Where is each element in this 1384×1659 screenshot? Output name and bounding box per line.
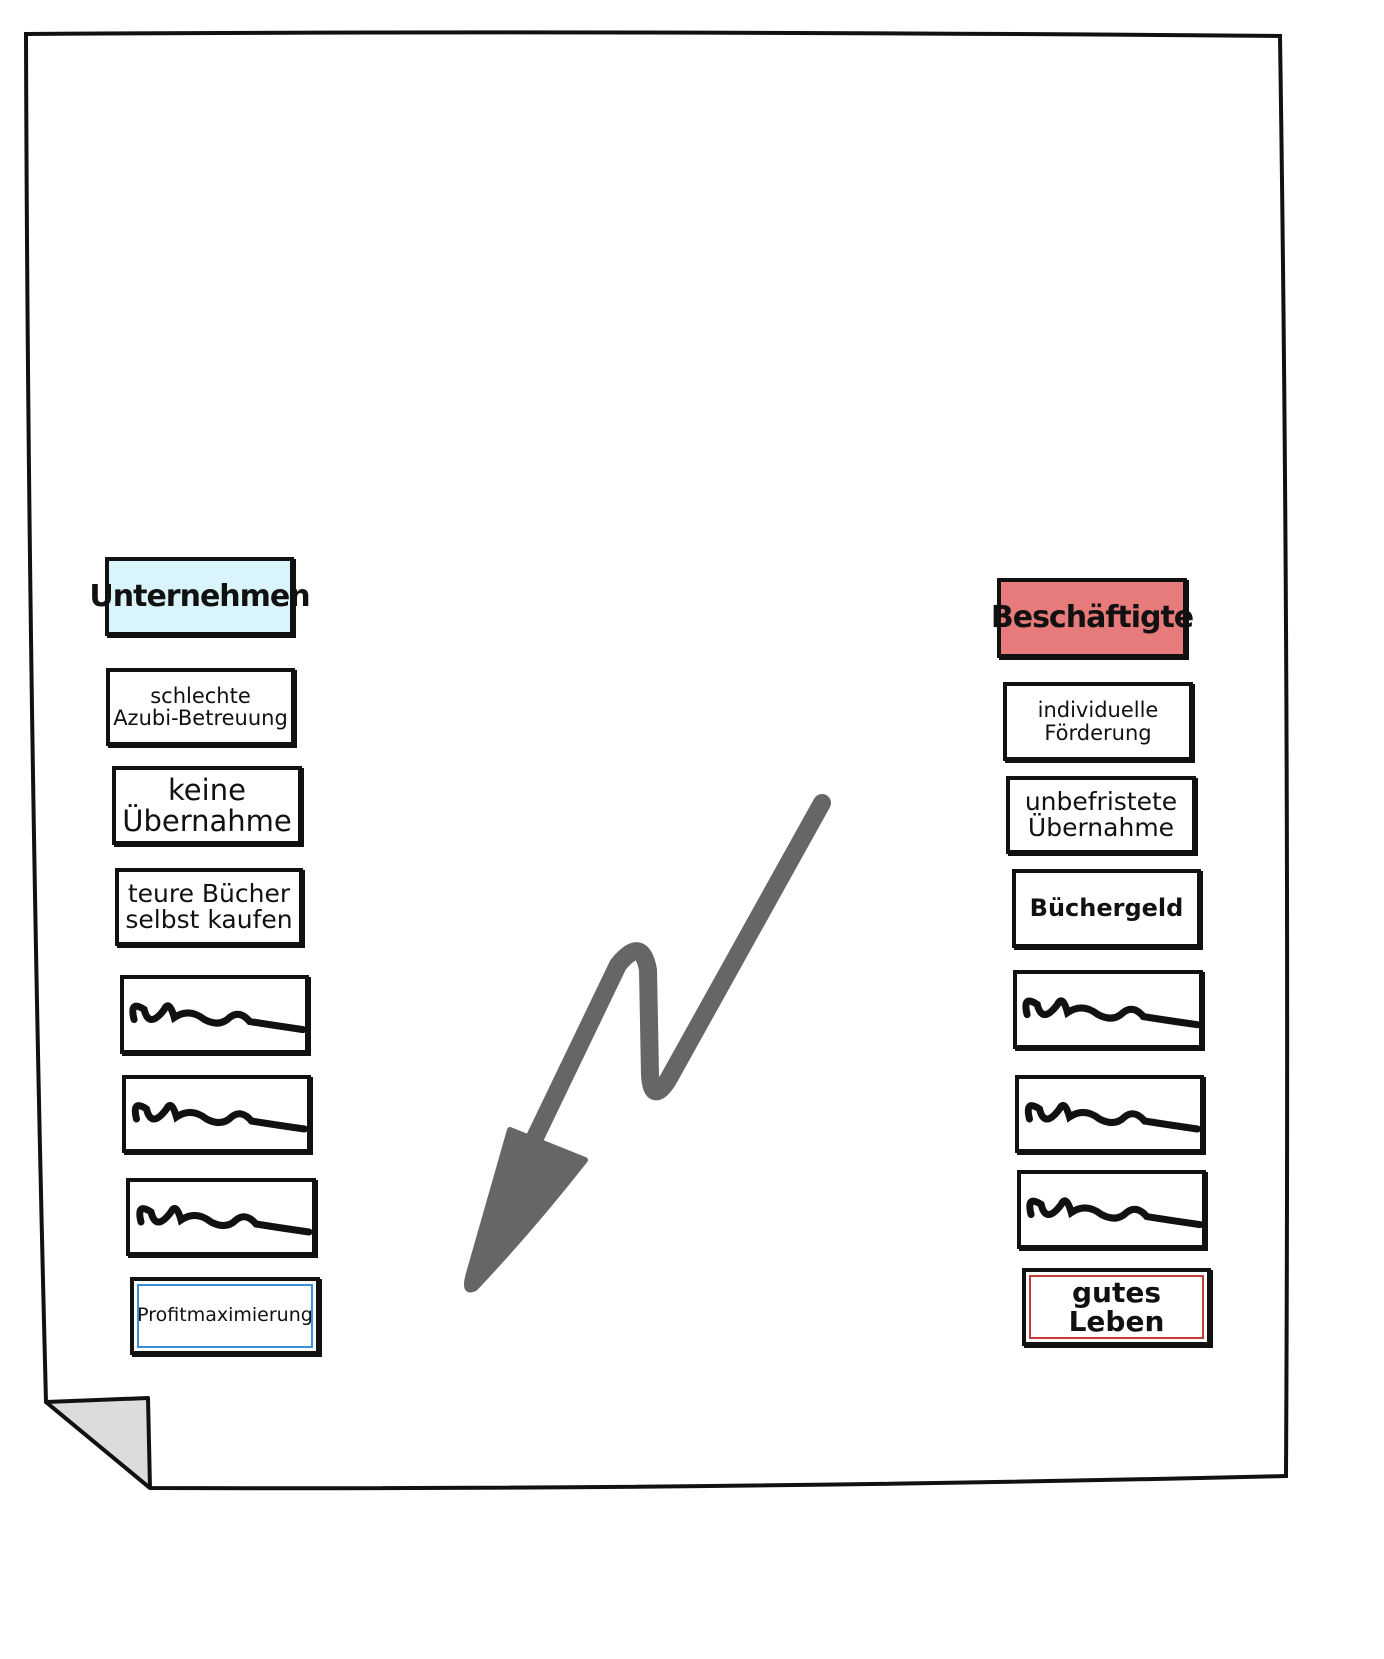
item-line: teure Bücher <box>127 878 291 908</box>
item-line: Übernahme <box>1027 813 1175 842</box>
header-label: Beschäftigte <box>990 600 1194 636</box>
item-line: Büchergeld <box>1029 893 1184 922</box>
goal-label: gutes Leben <box>1068 1275 1165 1338</box>
employee-item: Büchergeld <box>1012 869 1201 948</box>
header-label: Unternehmen <box>89 578 310 614</box>
item-line: Übernahme <box>122 803 292 838</box>
goal-label: Profitmaximierung <box>137 1304 313 1327</box>
item-line: keine <box>168 773 246 808</box>
goal-good-life: gutes Leben <box>1022 1268 1211 1346</box>
folded-corner <box>44 1396 152 1490</box>
item-line: selbst kaufen <box>125 905 293 934</box>
placeholder-card <box>126 1178 316 1256</box>
lightning-arrow-icon <box>463 794 831 1293</box>
scribble-icon <box>1024 1101 1200 1133</box>
item-line: schlechte <box>150 683 251 708</box>
item-line: Azubi-Betreuung <box>113 706 288 730</box>
companies-header: Unternehmen <box>89 557 311 636</box>
scribble-icon <box>136 1204 312 1236</box>
item-line: individuelle <box>1037 698 1159 723</box>
placeholder-card <box>120 975 309 1054</box>
paper-outline <box>23 30 1290 1491</box>
scribble-icon <box>1022 997 1199 1029</box>
placeholder-card <box>1013 970 1203 1049</box>
item-line: unbefristete <box>1024 786 1178 816</box>
scribble-icon <box>1026 1197 1202 1229</box>
employees-header: Beschäftigte <box>991 578 1194 658</box>
scribble-icon <box>129 1002 305 1034</box>
scribble-icon <box>131 1101 307 1133</box>
placeholder-card <box>1015 1075 1204 1153</box>
placeholder-card <box>122 1075 311 1153</box>
goal-profit: Profitmaximierung <box>130 1277 320 1355</box>
placeholder-card <box>1017 1170 1206 1249</box>
item-line: Förderung <box>1044 720 1152 745</box>
